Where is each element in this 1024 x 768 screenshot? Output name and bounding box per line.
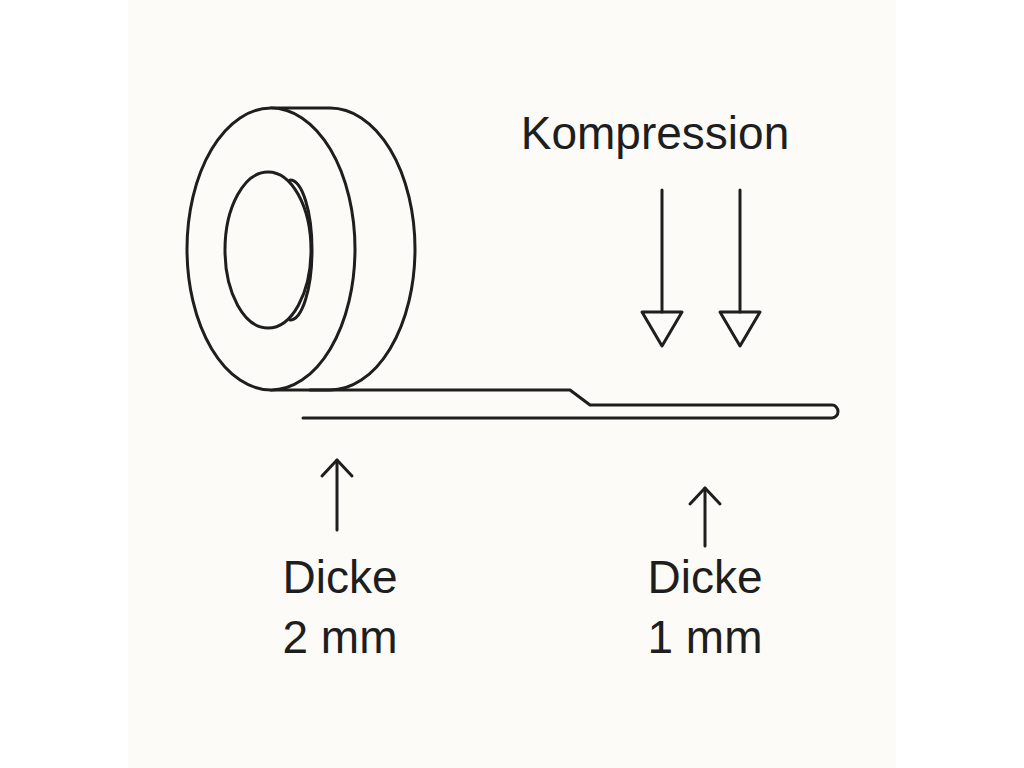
roll-core-depth <box>290 180 312 320</box>
thickness-pointer-head <box>322 460 352 476</box>
thickness-pointer-head <box>690 488 720 504</box>
thickness-label: Dicke 1 mm <box>630 548 780 668</box>
thickness-label: Dicke 2 mm <box>265 548 415 668</box>
background-panel <box>128 0 896 768</box>
thickness-pointer <box>336 460 339 530</box>
compression-arrowhead <box>720 312 760 346</box>
compression-arrow <box>661 190 664 312</box>
tape-strip <box>303 390 838 418</box>
roll-core <box>225 172 311 328</box>
roll-face <box>187 108 355 390</box>
compression-arrow <box>739 190 742 312</box>
thickness-pointer <box>704 488 707 546</box>
compression-arrowhead <box>642 312 682 346</box>
compression-label: Kompression <box>445 104 865 164</box>
